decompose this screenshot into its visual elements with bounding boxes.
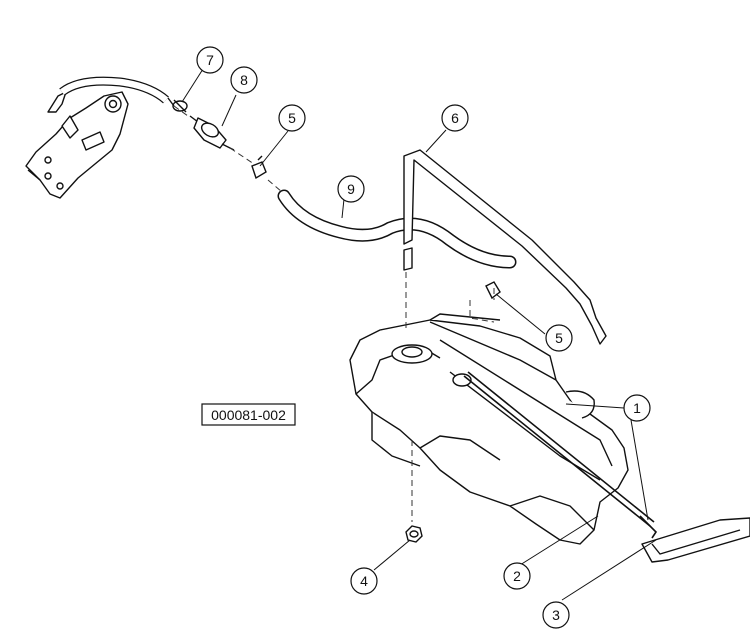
callout-4-label: 4: [360, 573, 368, 589]
leader-lines: [181, 68, 657, 601]
alignment-lines: [173, 105, 495, 522]
clamp-part: [167, 97, 188, 113]
part-code-label: 000081-002: [211, 407, 286, 423]
callout-9-label: 9: [347, 181, 355, 197]
fuel-tank-part: [349, 313, 629, 545]
nut-part: [405, 525, 423, 543]
callout-5a-label: 5: [288, 110, 296, 126]
callout-5b-label: 5: [555, 330, 563, 346]
callout-2-label: 2: [513, 568, 521, 584]
engine-bracket: [25, 76, 169, 199]
hose-clip-upper-part: [251, 155, 267, 180]
tank-strap-part: [403, 149, 607, 345]
fuel-hose-part: [277, 189, 517, 269]
callout-2: 2: [503, 562, 531, 590]
callout-9: 9: [337, 175, 365, 203]
callout-5b: 5: [545, 324, 573, 352]
callout-6: 6: [441, 104, 469, 132]
callout-5a: 5: [278, 104, 306, 132]
callout-7: 7: [196, 46, 224, 74]
callout-3-label: 3: [552, 607, 560, 623]
callout-6-label: 6: [451, 110, 459, 126]
mounting-bracket-part: [641, 517, 750, 563]
fuel-filter-part: [189, 115, 235, 151]
callout-4: 4: [350, 567, 378, 595]
callout-1: 1: [623, 394, 651, 422]
callout-8-label: 8: [240, 72, 248, 88]
part-code-box: 000081-002: [201, 403, 296, 426]
callout-7-label: 7: [206, 52, 214, 68]
callout-1-label: 1: [633, 400, 641, 416]
callout-3: 3: [542, 601, 570, 629]
callout-8: 8: [230, 66, 258, 94]
tank-rod-part: [463, 371, 658, 539]
